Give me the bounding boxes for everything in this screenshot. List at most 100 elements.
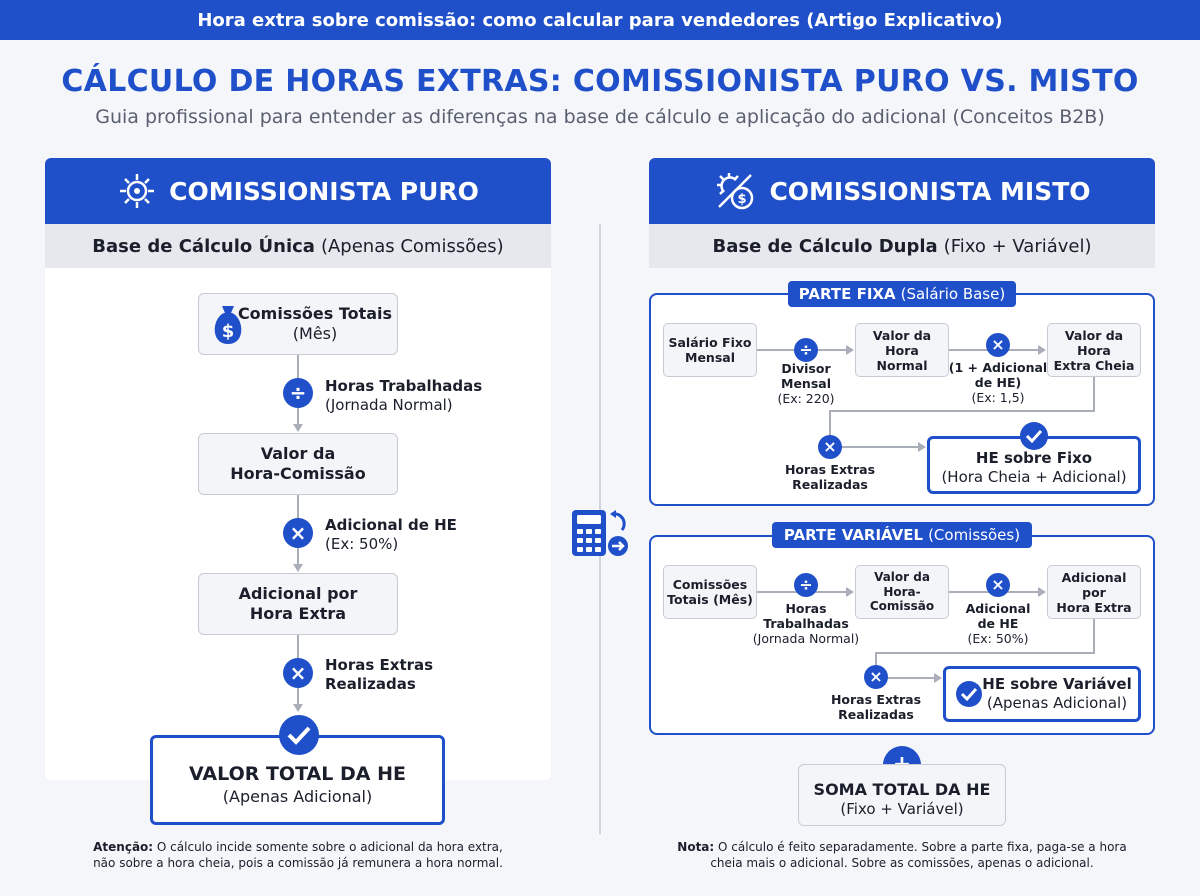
- box-comissoes-totais-label: Comissões Totais: [237, 304, 393, 323]
- connector-arrow: [293, 424, 303, 432]
- fixa-op1-label: Divisor Mensal (Ex: 220): [760, 361, 852, 406]
- page-title: CÁLCULO DE HORAS EXTRAS: COMISSIONISTA P…: [61, 64, 1139, 99]
- multiply-icon: ×: [283, 658, 313, 688]
- connector: [829, 410, 831, 436]
- var-op2-sub: (Ex: 50%): [967, 631, 1029, 646]
- tag-parte-variavel: PARTE VARIÁVEL (Comissões): [772, 522, 1032, 548]
- connector-arrow: [1038, 587, 1046, 597]
- op2-label-sub: (Ex: 50%): [325, 534, 399, 553]
- op3-label-bold: Horas Extras: [325, 656, 434, 674]
- var-b2-l1: Valor da: [874, 570, 930, 585]
- right-note-bold: Nota:: [677, 840, 715, 854]
- multiply-icon: ×: [864, 665, 888, 689]
- var-op2-label: Adicional de HE (Ex: 50%): [952, 601, 1044, 646]
- result-he-sobre-variavel: HE sobre Variável (Apenas Adicional): [943, 666, 1141, 722]
- fixa-op3-b1: Horas Extras: [784, 462, 876, 477]
- right-base-subheader: Base de Cálculo Dupla (Fixo + Variável): [649, 224, 1155, 268]
- op2-label: Adicional de HE (Ex: 50%): [325, 516, 457, 554]
- svg-text:$: $: [222, 321, 235, 342]
- top-banner: Hora extra sobre comissão: como calcular…: [0, 0, 1200, 40]
- divide-icon: ÷: [794, 573, 818, 597]
- tag-parte-fixa: PARTE FIXA (Salário Base): [788, 281, 1016, 307]
- fixa-op1-sub: (Ex: 220): [777, 391, 835, 406]
- multiply-icon: ×: [986, 333, 1010, 357]
- box-hora-extra-cheia-l1: Valor da Hora: [1064, 327, 1124, 358]
- connector-arrow: [918, 442, 926, 452]
- box-comissoes-totais-sub: (Mês): [292, 324, 338, 343]
- var-op1-b1: Horas: [785, 601, 827, 616]
- right-base-rest: (Fixo + Variável): [943, 235, 1092, 257]
- left-panel-header: COMISSIONISTA PURO: [45, 158, 551, 224]
- multiply-icon: ×: [986, 573, 1010, 597]
- gear-icon: [120, 174, 155, 208]
- result-he-variavel-label: HE sobre Variável: [982, 675, 1132, 694]
- connector: [1093, 619, 1095, 653]
- left-note-line1: O cálculo incide somente sobre o adicion…: [156, 840, 503, 854]
- check-icon: [1020, 422, 1048, 450]
- money-bag-icon: $: [214, 306, 242, 344]
- connector: [875, 652, 877, 666]
- right-note-line2: cheia mais o adicional. Sobre as comissõ…: [710, 855, 1094, 870]
- var-op2-b2: de HE: [977, 616, 1019, 631]
- op1-label-sub: (Jornada Normal): [325, 395, 453, 414]
- multiply-icon: ×: [283, 518, 313, 548]
- var-b2-l2: Hora-Comissão: [869, 584, 935, 614]
- var-op1-b2: Trabalhadas: [763, 616, 849, 631]
- box-salario-fixo-l2: Mensal: [685, 350, 735, 365]
- box-valor-hora-normal-l1: Valor da Hora: [872, 327, 932, 358]
- tag-parte-variavel-bold: PARTE VARIÁVEL: [783, 526, 924, 544]
- gear-dollar-icon: $: [717, 173, 754, 210]
- final-total-label: VALOR TOTAL DA HE: [189, 763, 406, 786]
- fixa-op3-label: Horas Extras Realizadas: [774, 462, 886, 492]
- left-note-line2: não sobre a hora cheia, pois a comissão …: [93, 855, 503, 870]
- fixa-op1-b1: Divisor: [781, 361, 831, 376]
- multiply-icon: ×: [818, 435, 842, 459]
- fixa-op1-b2: Mensal: [781, 376, 831, 391]
- connector: [875, 652, 1095, 654]
- calculator-exchange-icon: [572, 510, 628, 556]
- box-salario-fixo-l1: Salário Fixo: [668, 335, 752, 350]
- var-op3-b1: Horas Extras: [830, 692, 922, 707]
- op1-label-bold: Horas Trabalhadas: [325, 377, 483, 395]
- fixa-op2-sub: (Ex: 1,5): [971, 390, 1025, 405]
- op3-label: Horas Extras Realizadas: [325, 656, 433, 694]
- var-op1-label: Horas Trabalhadas (Jornada Normal): [748, 601, 864, 646]
- var-b3-l1: Adicional por: [1061, 569, 1127, 600]
- box-valor-hora-comissao: Valor da Hora-Comissão: [198, 433, 398, 495]
- var-b3-l2: Hora Extra: [1056, 599, 1132, 615]
- right-note-line1: O cálculo é feito separadamente. Sobre a…: [718, 840, 1127, 854]
- left-base-subheader: Base de Cálculo Única (Apenas Comissões): [45, 224, 551, 268]
- box2-line2: Hora-Comissão: [230, 464, 366, 483]
- op2-label-bold: Adicional de HE: [325, 516, 457, 534]
- connector-arrow: [934, 673, 942, 683]
- var-op3-b2: Realizadas: [838, 707, 914, 722]
- connector-arrow: [846, 587, 854, 597]
- svg-text:$: $: [738, 192, 747, 207]
- left-base-bold: Base de Cálculo Única: [92, 235, 315, 257]
- connector: [829, 410, 1095, 412]
- box-valor-hora-normal-l2: Normal: [876, 357, 928, 373]
- connector-arrow: [293, 564, 303, 572]
- tag-parte-variavel-sub: (Comissões): [928, 526, 1021, 544]
- var-b1-l1: Comissões: [672, 577, 748, 592]
- connector: [841, 446, 919, 448]
- right-panel-header: $ COMISSIONISTA MISTO: [649, 158, 1155, 224]
- fixa-op2-b2: de HE): [974, 375, 1022, 390]
- var-op3-label: Horas Extras Realizadas: [820, 692, 932, 722]
- box2-line1: Valor da: [260, 444, 336, 463]
- connector-arrow: [846, 345, 854, 355]
- page-subtitle: Guia profissional para entender as difer…: [95, 106, 1105, 128]
- tag-parte-fixa-bold: PARTE FIXA: [798, 285, 896, 303]
- check-icon: [279, 715, 319, 755]
- left-note: Atenção: O cálculo incide somente sobre …: [60, 840, 536, 871]
- box3-line2: Hora Extra: [249, 604, 347, 623]
- tag-parte-fixa-sub: (Salário Base): [900, 285, 1006, 303]
- fixa-op2-b1: (1 + Adicional: [948, 360, 1048, 375]
- sum-total-label: SOMA TOTAL DA HE: [813, 779, 991, 799]
- sum-total-sub: (Fixo + Variável): [840, 799, 964, 818]
